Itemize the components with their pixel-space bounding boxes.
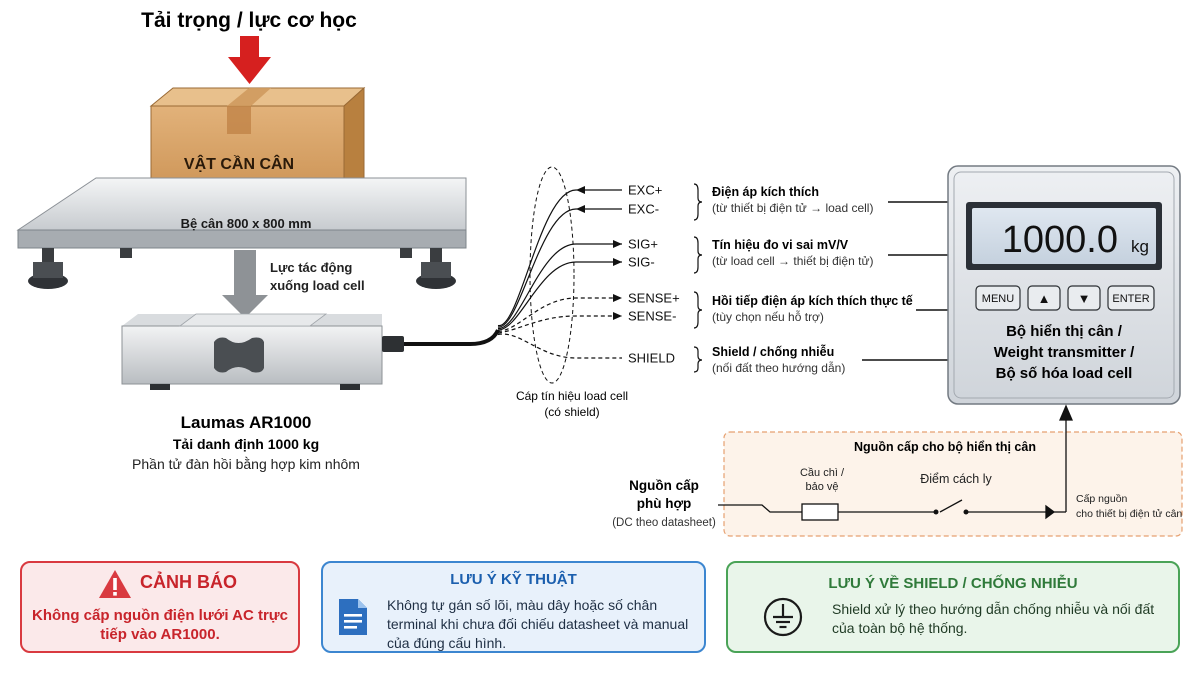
wire-label: SIG- xyxy=(628,255,655,270)
group-title-shield: Shield / chống nhiễu xyxy=(712,344,834,359)
technical-title: LƯU Ý KỸ THUẬT xyxy=(450,571,577,588)
box-label: VẬT CẦN CÂN xyxy=(184,154,294,173)
fuse-label-line1: Cầu chì / xyxy=(800,467,845,479)
load-title: Tải trọng / lực cơ học xyxy=(141,9,357,32)
shield-note-card: LƯU Ý VỀ SHIELD / CHỐNG NHIỄU Shield xử … xyxy=(726,561,1180,653)
switch-contact-right xyxy=(963,509,969,515)
down-button-label: ▼ xyxy=(1078,291,1091,306)
display-unit: kg xyxy=(1131,237,1149,256)
group-sub-sense: (tùy chọn nếu hỗ trợ) xyxy=(712,309,824,324)
enter-button-label: ENTER xyxy=(1112,293,1149,305)
force-down-arrow xyxy=(222,250,268,318)
cable-label-line2: (có shield) xyxy=(544,405,599,419)
cable-jacket xyxy=(404,329,500,346)
group-sub-excitation: (từ thiết bị điện tử → load cell) xyxy=(712,201,873,215)
shield-text: Shield xử lý theo hướng dẫn chống nhiễu … xyxy=(832,601,1155,636)
down-force-arrow xyxy=(228,36,271,84)
shield-title: LƯU Ý VỀ SHIELD / CHỐNG NHIỄU xyxy=(828,575,1078,592)
power-circuit xyxy=(718,404,1073,520)
loadcell-material: Phần tử đàn hồi bằng hợp kim nhôm xyxy=(132,456,360,472)
loadcell-rated: Tải danh định 1000 kg xyxy=(173,436,319,452)
wire-label: SIG+ xyxy=(628,237,658,252)
group-title-signal: Tín hiệu đo vi sai mV/V xyxy=(712,238,849,252)
power-output-line2: cho thiết bị điện tử cân xyxy=(1076,508,1182,520)
ground-icon xyxy=(763,597,803,637)
loadcell-model: Laumas AR1000 xyxy=(181,413,312,432)
group-title-excitation: Điện áp kích thích xyxy=(712,185,819,199)
wire-sense-minus: SENSE- xyxy=(497,309,676,334)
group-braces xyxy=(693,183,703,373)
wire-label: SENSE+ xyxy=(628,291,680,306)
force-label-line2: xuống load cell xyxy=(270,278,365,293)
wire-sig-minus: SIG- xyxy=(497,255,655,331)
warning-card: CẢNH BÁO Không cấp nguồn điện lưới AC tr… xyxy=(20,561,300,653)
technical-text: Không tự gán số lõi, màu dây hoặc số châ… xyxy=(387,597,689,651)
display-buttons: MENU ▲ ▼ ENTER xyxy=(975,285,1155,311)
isolation-label: Điểm cách ly xyxy=(920,472,992,486)
fuse-label-line2: bảo vệ xyxy=(805,481,838,493)
force-label-line1: Lực tác động xyxy=(270,260,352,275)
wire-sig-minusplus: SIG+ xyxy=(497,237,658,330)
wire-label: EXC+ xyxy=(628,183,662,198)
wire-label: SHIELD xyxy=(628,351,675,366)
cable-label-line1: Cáp tín hiệu load cell xyxy=(516,389,628,403)
warning-triangle-icon xyxy=(99,570,131,598)
menu-button[interactable] xyxy=(975,285,1021,311)
weight-display-unit: 1000.0 kg xyxy=(947,165,1181,405)
group-sub-shield: (nối đất theo hướng dẫn) xyxy=(712,360,845,375)
platform-label: Bệ cân 800 x 800 mm xyxy=(181,216,312,231)
wire-exc-minus: EXC- xyxy=(497,202,659,328)
wire-label: EXC- xyxy=(628,202,659,217)
power-source-line1: Nguồn cấp xyxy=(629,478,699,493)
wire-exc-minusplus: EXC+ xyxy=(497,183,662,327)
fuse-symbol xyxy=(801,503,839,521)
signal-wires: EXC+ EXC- SIG+ SIG- SENSE+ SENSE- SHIELD xyxy=(497,183,680,366)
switch-contact-left xyxy=(933,509,939,515)
scale-platform: Bệ cân 800 x 800 mm xyxy=(16,177,467,289)
display-connector-lines xyxy=(862,201,948,361)
wire-group-descriptions: Điện áp kích thích (từ thiết bị điện tử … xyxy=(712,185,913,375)
display-reading: 1000.0 xyxy=(1002,219,1118,261)
technical-note-card: LƯU Ý KỸ THUẬT Không tự gán số lõi, màu … xyxy=(321,561,706,653)
up-button[interactable] xyxy=(1027,285,1061,311)
power-source-line2: phù hợp xyxy=(637,496,692,511)
power-source-line3: (DC theo datasheet) xyxy=(612,517,716,529)
document-icon xyxy=(339,599,367,635)
cable-shield-ellipse xyxy=(529,166,575,384)
down-button[interactable] xyxy=(1067,285,1101,311)
power-section-title: Nguồn cấp cho bộ hiển thị cân xyxy=(854,440,1036,454)
group-sub-signal: (từ load cell → thiết bị điện tử) xyxy=(712,254,873,268)
wire-sense-minusplus: SENSE+ xyxy=(497,291,680,333)
warning-title: CẢNH BÁO xyxy=(140,572,237,592)
enter-button[interactable] xyxy=(1107,285,1155,311)
warning-text: Không cấp nguồn điện lưới AC trực tiếp v… xyxy=(32,607,288,643)
wire-shield: SHIELD xyxy=(497,333,675,366)
group-title-sense: Hồi tiếp điện áp kích thích thực tế xyxy=(712,294,913,308)
load-cell xyxy=(121,313,404,390)
display-caption-line1: Bộ hiển thị cân / xyxy=(1006,323,1123,340)
power-output-line1: Cấp nguồn xyxy=(1076,493,1128,505)
display-caption-line3: Bộ số hóa load cell xyxy=(996,365,1133,382)
wire-label: SENSE- xyxy=(628,309,676,324)
display-caption-line2: Weight transmitter / xyxy=(994,344,1135,361)
up-button-label: ▲ xyxy=(1038,291,1051,306)
menu-button-label: MENU xyxy=(982,293,1014,305)
